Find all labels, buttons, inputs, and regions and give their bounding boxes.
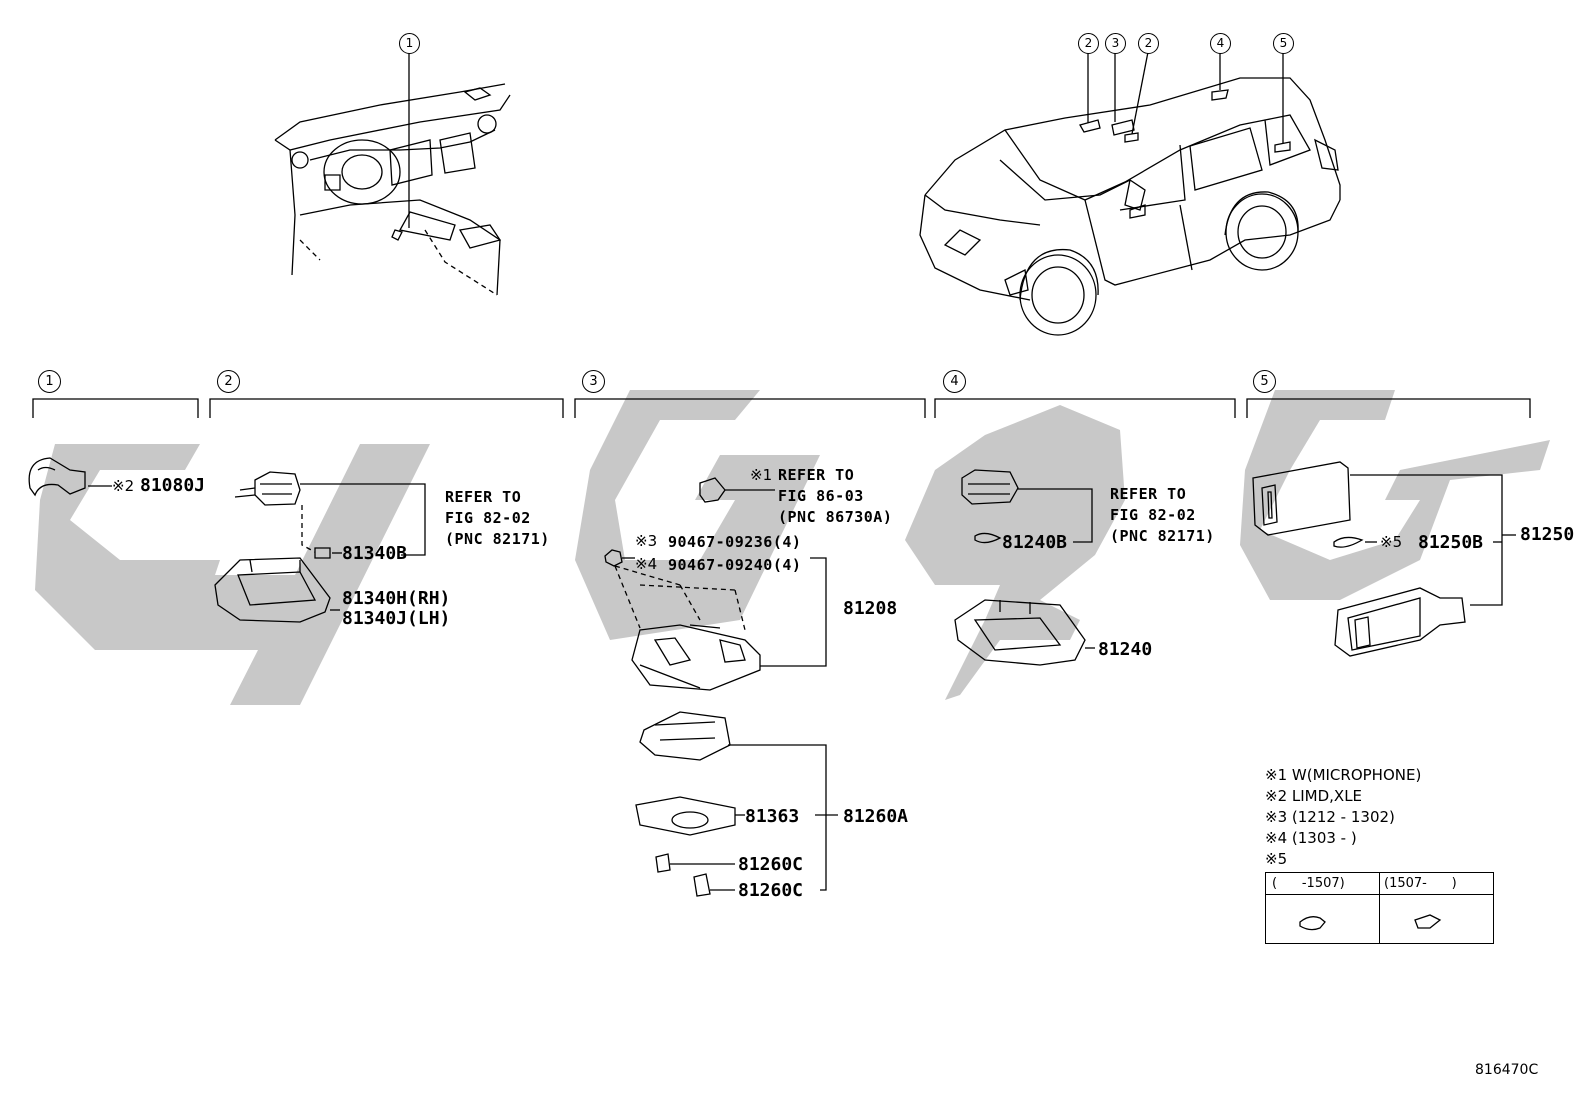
bolt-label-a: 90467-09236(4): [668, 533, 802, 551]
part-label-81260C-1: 81260C: [738, 854, 804, 875]
bolt-label-b: 90467-09240(4): [668, 556, 802, 574]
refer-note-4-line1: REFER TO: [1110, 485, 1187, 503]
part-label-81340J: 81340J(LH): [342, 608, 451, 629]
note-3: ※3 (1212 - 1302): [1265, 808, 1395, 826]
bulb-type-table: ( -1507) (1507- ): [1265, 872, 1494, 944]
part-label-81240B: 81240B: [1002, 532, 1068, 553]
refer-note-2-line3: (PNC 82171): [445, 530, 550, 548]
note-1: ※1 W(MICROPHONE): [1265, 766, 1422, 784]
refer-note-3-line2: FIG 86-03: [778, 487, 864, 505]
part-label-81340H: 81340H(RH): [342, 588, 451, 609]
overview-callout-2a: 2: [1078, 33, 1099, 54]
part-label-81208: 81208: [843, 598, 898, 619]
section-marker-5: 5: [1253, 370, 1276, 393]
overview-callout-1: 1: [399, 33, 420, 54]
part-label-81340B: 81340B: [342, 543, 408, 564]
note-2: ※2 LIMD,XLE: [1265, 787, 1363, 805]
refer-note-4-line3: (PNC 82171): [1110, 527, 1215, 545]
section-marker-4: 4: [943, 370, 966, 393]
section-marker-1: 1: [38, 370, 61, 393]
bolt-note-b: ※4: [635, 555, 658, 573]
bulb-table-divider: [1379, 873, 1381, 943]
linework: [28, 51, 1531, 931]
part-label-81260A: 81260A: [843, 806, 909, 827]
overview-callout-4: 4: [1210, 33, 1231, 54]
overview-callout-5: 5: [1273, 33, 1294, 54]
bulb-table-header-late: (1507- ): [1380, 873, 1493, 895]
part-label-81260C-2: 81260C: [738, 880, 804, 901]
overview-callout-2b: 2: [1138, 33, 1159, 54]
note-5: ※5: [1265, 850, 1288, 868]
overview-callout-3: 3: [1105, 33, 1126, 54]
refer-note-3-line3: (PNC 86730A): [778, 508, 893, 526]
refer-note-2-line2: FIG 82-02: [445, 509, 531, 527]
note-4: ※4 (1303 - ): [1265, 829, 1357, 847]
bolt-note-a: ※3: [635, 532, 658, 550]
part-note-81080J: ※2: [112, 477, 135, 495]
part-label-81250: 81250: [1520, 524, 1575, 545]
part-label-81080J: 81080J: [140, 475, 206, 496]
refer-note-2-line1: REFER TO: [445, 488, 522, 506]
part-label-81363: 81363: [745, 806, 800, 827]
section-marker-2: 2: [217, 370, 240, 393]
refer-note-3-line1: REFER TO: [778, 466, 855, 484]
refer-note-4-line2: FIG 82-02: [1110, 506, 1196, 524]
refer-note-3-mark: ※1: [750, 466, 773, 484]
part-note-81250B: ※5: [1380, 533, 1403, 551]
part-label-81250B: 81250B: [1418, 532, 1484, 553]
watermark: [35, 390, 1550, 705]
bulb-table-header-early: ( -1507): [1266, 873, 1379, 895]
section-marker-3: 3: [582, 370, 605, 393]
figure-id: 816470C: [1475, 1062, 1539, 1078]
part-label-81240: 81240: [1098, 639, 1153, 660]
